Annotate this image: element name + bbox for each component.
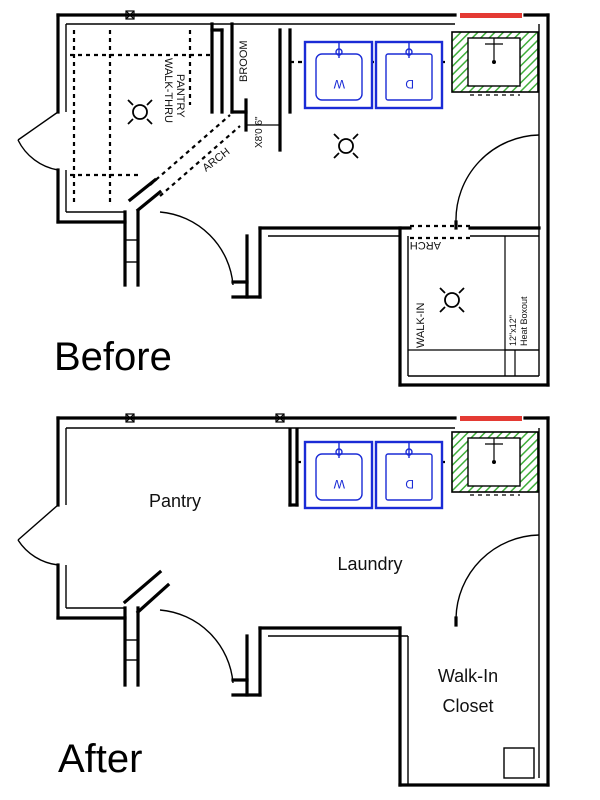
label-pantry-room: Pantry — [149, 491, 201, 511]
after-washer: W — [303, 440, 374, 510]
label-walk-in: Walk-In — [438, 666, 498, 686]
label-broom: BROOM — [238, 40, 250, 82]
before-dryer: D — [374, 40, 444, 110]
after-doors — [17, 504, 540, 684]
before-walls — [56, 10, 550, 387]
before-utility-sink — [451, 13, 539, 96]
after-dryer: D — [374, 440, 444, 510]
label-walk-thru: WALK-THRU — [162, 58, 174, 123]
before-light-fixtures — [127, 99, 465, 313]
label-walk-in: WALK-IN — [415, 303, 427, 348]
before-title: Before — [54, 335, 172, 379]
before-washer: W — [303, 40, 374, 110]
label-arch-left: ARCH — [200, 146, 232, 175]
before-washer-letter: W — [333, 77, 345, 91]
after-labels: Pantry Laundry Walk-In Closet — [149, 491, 498, 716]
label-heat-boxout: Heat Boxout — [519, 296, 529, 346]
label-arch-right: ARCH — [410, 239, 441, 251]
before-labels: WALK-THRU PANTRY BROOM X8'0 6" ARCH ARCH… — [162, 40, 529, 348]
after-dryer-letter: D — [405, 477, 414, 491]
after-utility-sink — [451, 416, 539, 496]
label-heat-boxout-size: 12"x12" — [508, 315, 518, 346]
label-closet: Closet — [442, 696, 493, 716]
label-pantry: PANTRY — [174, 74, 186, 118]
after-plan: W D Pantry Laundry Walk-In Closet — [17, 413, 550, 787]
before-plan: W D WALK-THRU PANTRY BROOM X8'0 6" ARC — [17, 10, 550, 387]
label-dimension: X8'0 6" — [254, 116, 265, 148]
after-washer-letter: W — [333, 477, 345, 491]
before-dryer-letter: D — [405, 77, 414, 91]
before-doors — [17, 111, 540, 286]
after-title: After — [58, 737, 142, 781]
label-laundry-room: Laundry — [337, 554, 402, 574]
